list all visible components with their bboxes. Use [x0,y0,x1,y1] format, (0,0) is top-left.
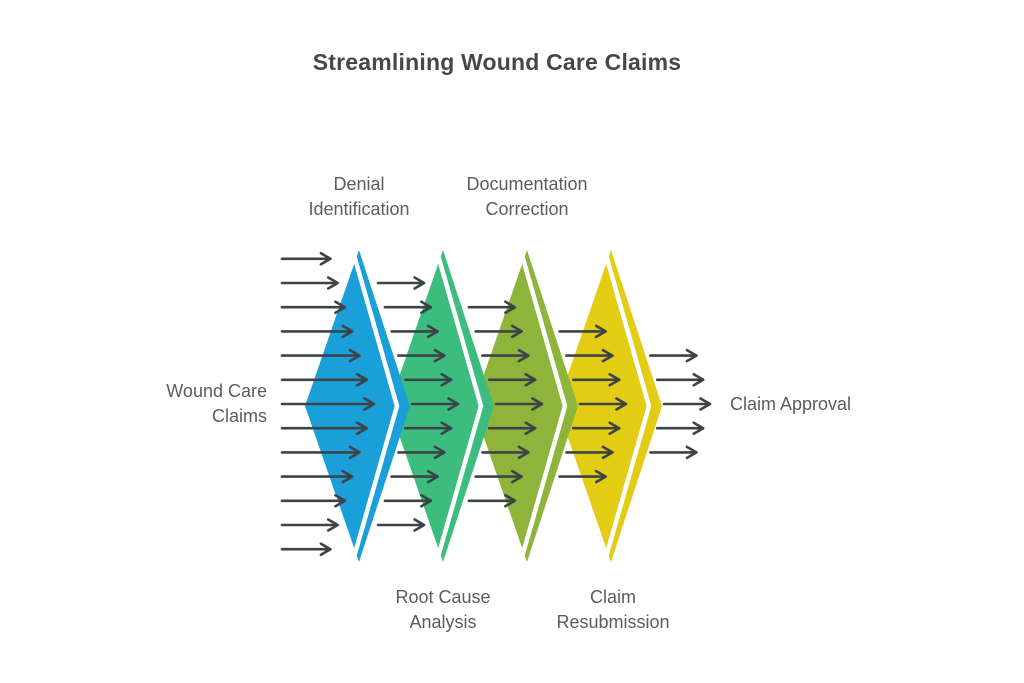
diamond-stripe-0 [351,254,400,558]
flow-arrow [280,373,369,387]
flow-arrow [487,373,537,387]
flow-arrow [571,373,621,387]
flow-arrow [280,252,332,266]
flow-arrows [280,252,712,556]
flow-arrow [578,397,628,411]
flow-arrow [481,348,530,363]
diagram-title: Streamlining Wound Care Claims [312,49,682,75]
flow-arrow [390,469,439,484]
flow-arrow [481,445,530,460]
flow-arrow [390,324,439,339]
diamond-stripe-3 [603,254,652,558]
flow-arrow [280,276,339,290]
flow-arrow [280,445,361,460]
stage-diamond-3 [557,250,662,562]
flow-arrow [649,348,698,363]
stage-diamond-2 [473,250,578,562]
flow-arrow [280,542,332,556]
diamond-stripe-2 [519,254,568,558]
flow-arrow [280,518,339,532]
flow-arrow [280,348,361,363]
flow-arrow [280,397,376,411]
stage-diamond-1 [389,250,494,562]
input-label: Wound Care Claims [166,381,267,426]
flow-arrow [474,324,523,339]
flow-arrow [376,276,426,290]
flow-arrow [474,469,523,484]
stage-label-claim-resubmission: Claim Resubmission [556,587,670,632]
flow-arrow [558,324,607,339]
flow-arrow [280,324,354,339]
stage-label-documentation-correction: Documentation Correction [466,174,588,219]
flow-arrow [383,494,433,508]
diamond-stripe-1 [435,254,484,558]
stage-label-root-cause-analysis: Root Cause Analysis [395,587,491,632]
flow-arrow [397,348,446,363]
output-label: Claim Approval [730,394,852,414]
flow-arrow [662,397,712,411]
flow-arrow [403,421,453,435]
flow-arrow [280,300,347,314]
flow-arrow [467,494,517,508]
flow-arrow [397,445,446,460]
flow-arrow [571,421,621,435]
flow-arrow [467,300,517,314]
stage-diamond-0 [305,250,410,562]
flow-arrow [280,469,354,484]
flow-arrow [558,469,607,484]
flow-arrow [410,397,460,411]
flow-arrow [494,397,544,411]
flow-arrow [383,300,433,314]
flow-arrow [280,494,347,508]
flow-arrow [487,421,537,435]
flow-arrow [280,421,369,435]
stage-label-denial-identification: Denial Identification [308,174,410,219]
flow-arrow [565,348,614,363]
flow-arrow [376,518,426,532]
flow-arrow [655,421,705,435]
flow-arrow [655,373,705,387]
flow-arrow [649,445,698,460]
flow-arrow [403,373,453,387]
flow-arrow [565,445,614,460]
